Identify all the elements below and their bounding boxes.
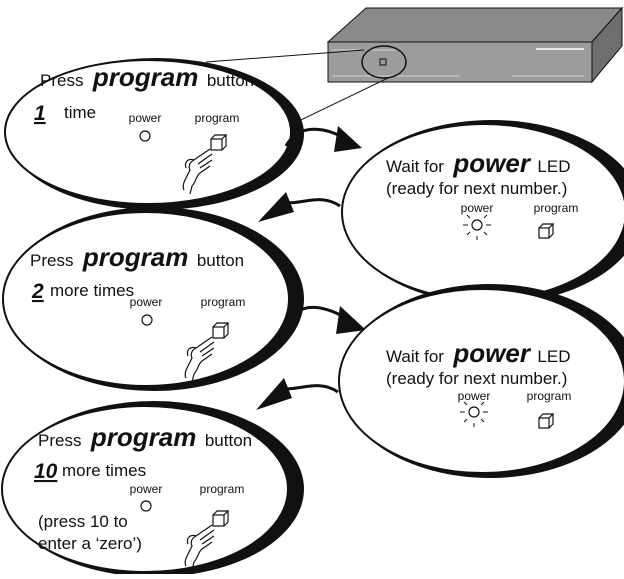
wait-2-title: Wait for power LED bbox=[386, 338, 571, 368]
curved-arrow-icon bbox=[286, 305, 366, 334]
step-2-title: Press program button bbox=[30, 242, 244, 272]
wait-2-power-label: power bbox=[458, 389, 491, 403]
button-icon bbox=[538, 413, 555, 429]
step-3-program-label: program bbox=[200, 482, 245, 496]
curved-arrow-icon bbox=[284, 126, 362, 152]
pointing-hand-icon bbox=[184, 336, 215, 383]
step-2-power-label: power bbox=[130, 295, 163, 309]
step-1-program-label: program bbox=[195, 111, 240, 125]
wait-2-subtitle: (ready for next number.) bbox=[386, 369, 567, 388]
step-3-note-line1: (press 10 to bbox=[38, 512, 128, 531]
step-3-power-label: power bbox=[130, 482, 163, 496]
led-icon bbox=[139, 130, 151, 142]
wait-1-title: Wait for power LED bbox=[386, 148, 571, 178]
button-icon bbox=[210, 134, 228, 151]
button-icon bbox=[538, 223, 555, 239]
wait-2-bubble: Wait for power LED (ready for next numbe… bbox=[338, 284, 624, 478]
pointing-hand-icon bbox=[184, 524, 215, 571]
step-3-count: 10 bbox=[34, 460, 58, 483]
wait-1-bubble: Wait for power LED (ready for next numbe… bbox=[341, 120, 624, 304]
wait-1-subtitle: (ready for next number.) bbox=[386, 179, 567, 198]
step-3-note-line2: enter a ‘zero’) bbox=[38, 534, 142, 553]
step-1-title: Press program button bbox=[40, 62, 254, 92]
pointing-hand-icon bbox=[182, 148, 213, 195]
step-3-title: Press program button bbox=[38, 422, 252, 452]
device-box-icon bbox=[205, 6, 624, 143]
wait-1-power-label: power bbox=[461, 201, 494, 215]
step-1-power-label: power bbox=[129, 111, 162, 125]
step-1-count-label: time bbox=[64, 103, 96, 122]
step-2-bubble: Press program button 2 more times power … bbox=[2, 207, 304, 391]
button-icon bbox=[212, 322, 230, 339]
curved-arrow-icon bbox=[258, 192, 341, 222]
wait-2-program-label: program bbox=[527, 389, 572, 403]
step-2-program-label: program bbox=[201, 295, 246, 309]
button-icon bbox=[212, 510, 230, 527]
led-icon bbox=[140, 500, 152, 512]
led-icon bbox=[141, 314, 153, 326]
step-3-bubble: Press program button 10 more times power… bbox=[1, 401, 304, 577]
step-2-count: 2 bbox=[31, 280, 44, 303]
step-1-count: 1 bbox=[34, 102, 46, 125]
curved-arrow-icon bbox=[256, 378, 339, 410]
step-2-count-label: more times bbox=[50, 281, 134, 300]
led-lit-icon bbox=[463, 214, 491, 240]
wait-1-program-label: program bbox=[534, 201, 579, 215]
led-lit-icon bbox=[460, 401, 488, 427]
step-3-count-label: more times bbox=[62, 461, 146, 480]
step-1-bubble: Press program button 1 time power progra… bbox=[4, 58, 304, 210]
